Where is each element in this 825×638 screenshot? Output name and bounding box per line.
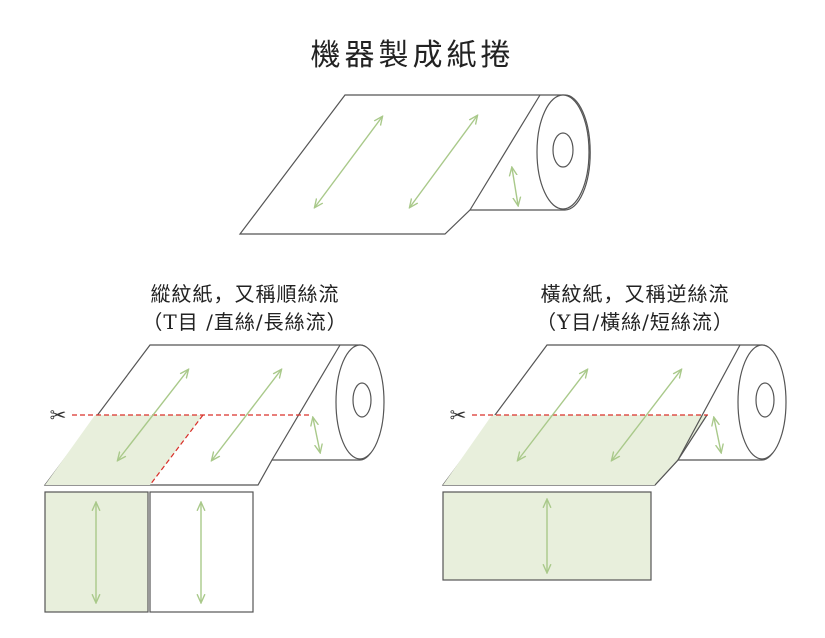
- short-grain-roll: ✂: [441, 344, 787, 581]
- short-grain-arrow-3: [714, 418, 721, 452]
- long-grain-arrow-2: [212, 370, 281, 460]
- short-grain-caption-line1: 橫紋紙，又稱逆絲流: [540, 282, 730, 306]
- top-roll-fold-line: [469, 94, 541, 211]
- long-grain-caption: 縱紋紙，又稱順絲流 （T目 /直絲/長絲流）: [80, 282, 410, 334]
- long-grain-roll-fold-line: [271, 344, 341, 461]
- long-grain-arrow-3: [313, 418, 320, 452]
- top-grain-arrow-2: [410, 116, 477, 207]
- top-grain-arrow-1: [315, 117, 382, 207]
- short-grain-arrow-1: [518, 370, 587, 460]
- top-grain-arrow-3: [512, 168, 518, 205]
- short-grain-scissors-icon: ✂: [450, 403, 467, 427]
- short-grain-roll-fold-line: [677, 344, 741, 461]
- top-paper-roll: [238, 94, 591, 235]
- page-title: 機器製成紙捲: [310, 38, 515, 73]
- short-grain-arrow-2: [612, 370, 681, 460]
- short-grain-roll-core: [755, 382, 775, 418]
- short-grain-caption: 橫紋紙，又稱逆絲流 （Y目/橫絲/短絲流）: [470, 282, 800, 334]
- long-grain-roll-core: [352, 382, 372, 418]
- long-grain-arrow-1: [118, 370, 188, 460]
- long-grain-scissors-icon: ✂: [50, 403, 67, 427]
- short-grain-cut-sheet-shade: [443, 415, 707, 485]
- long-grain-caption-line2: （T目 /直絲/長絲流）: [142, 310, 348, 334]
- long-grain-caption-line1: 縱紋紙，又稱順絲流: [150, 282, 340, 306]
- top-roll-core: [552, 132, 574, 168]
- long-grain-roll: ✂: [43, 344, 385, 613]
- short-grain-caption-line2: （Y目/橫絲/短絲流）: [536, 310, 734, 334]
